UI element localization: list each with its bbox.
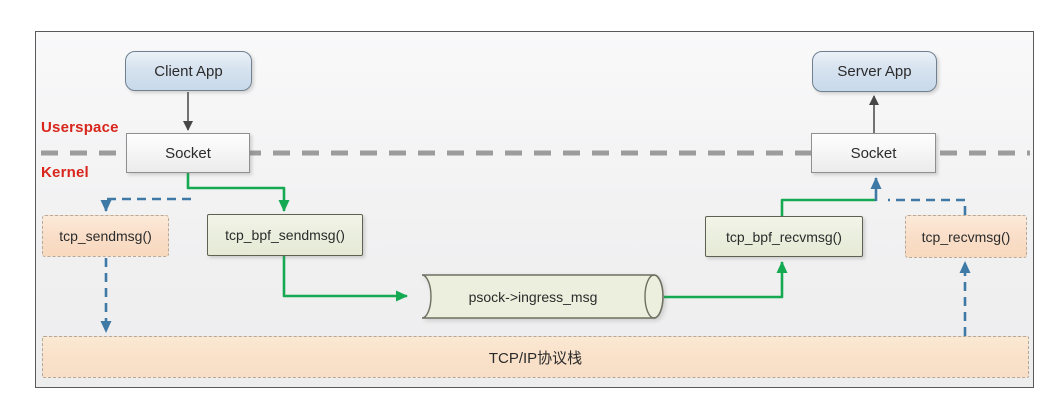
line-tcp-bpf-recvmsg-to-junction <box>780 198 876 216</box>
tcp-recvmsg-node: tcp_recvmsg() <box>905 215 1027 258</box>
server-app-node: Server App <box>812 51 937 92</box>
tcp-bpf-sendmsg-node: tcp_bpf_sendmsg() <box>207 214 363 256</box>
ingress-queue-label: psock->ingress_msg <box>468 288 598 305</box>
client-app-node: Client App <box>125 51 252 91</box>
arrow-queue-to-tcp-bpf-recvmsg <box>664 261 788 299</box>
arrow-socket-to-tcp-sendmsg <box>100 197 191 212</box>
server-socket-node: Socket <box>811 133 936 173</box>
line-tcp-recvmsg-to-junction <box>888 198 967 215</box>
kernel-label: Kernel <box>41 164 89 181</box>
arrow-socket-to-tcp-bpf-sendmsg <box>186 173 290 212</box>
arrow-tcp-bpf-sendmsg-to-queue <box>282 256 408 302</box>
client-socket-node: Socket <box>126 133 250 173</box>
userspace-label: Userspace <box>41 119 119 136</box>
tcp-sendmsg-node: tcp_sendmsg() <box>42 215 169 257</box>
tcpip-stack-node: TCP/IP协议栈 <box>42 336 1029 378</box>
tcp-bpf-recvmsg-node: tcp_bpf_recvmsg() <box>705 216 863 257</box>
